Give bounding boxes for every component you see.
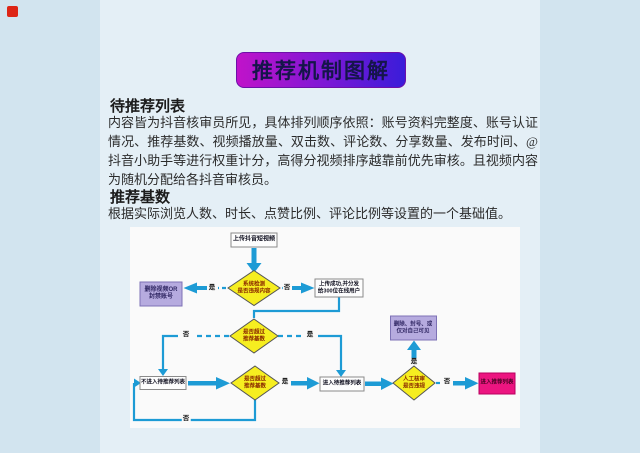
arrow-review-yes-to-delete-ban [407,340,421,358]
connector-base-a-yes-elbow [318,334,343,370]
label-system-check: 系统检测 是否违规内容 [237,281,271,294]
red-corner-icon [7,6,18,17]
arrow-check-no-to-success [292,282,315,294]
label-not-enter-wait-list: 不进入待推荐列表 [140,379,186,386]
node-enter-wait-list [319,376,365,392]
arrowhead-into-not-enter-top [158,369,168,376]
node-delete-or-ban [139,281,183,307]
arrow-enter-wait-to-review [365,377,394,390]
edge-label-review-yes: 是 [410,357,418,365]
edge-label-base-b-no: 否 [181,414,191,423]
node-exceed-base-b [230,365,280,401]
label-manual-review: 人工核审 是否违规 [402,376,426,389]
edge-label-base-a-no: 否 [181,330,191,339]
label-delete-ban-private: 删除、封号、或 仅对自己可见 [393,321,433,334]
arrow-check-yes-to-delete [183,282,207,294]
node-exceed-base-a [229,318,279,354]
edge-label-check-yes: 是 [207,283,217,292]
edge-label-base-b-yes: 是 [280,377,290,386]
label-delete-or-ban: 删除视频OR 封禁账号 [144,286,178,300]
section-body-wait-list: 内容皆为抖音核审员所见，具体排列顺序依照：账号资料完整度、账号认证情况、推荐基数… [108,115,538,187]
node-manual-review [392,365,436,401]
arrow-base-b-yes-to-enter-wait [291,377,320,390]
section-heading-wait-list: 待推荐列表 [110,99,186,115]
arrow-review-no-to-rec-list [453,377,479,390]
connector-base-a-no-elbow [161,334,178,369]
connector-base-b-no-loop [132,383,257,422]
node-system-check [227,269,281,307]
arrow-upload-to-check [246,248,262,273]
node-delete-ban-private [390,315,437,341]
connector-success-to-base-a [252,297,341,318]
edge-label-check-no: 否 [282,283,292,292]
edge-label-base-a-yes: 是 [305,330,315,339]
edge-label-review-no: 否 [442,377,452,386]
flowchart-panel: 上传抖音短视频 系统检测 是否违规内容 删除视频OR 封禁账号 上传成功,并分发… [130,227,520,428]
label-enter-wait-list: 进入待推荐列表 [322,380,362,387]
page-title: 推荐机制图解 [252,60,390,83]
node-upload-success [314,278,364,298]
node-not-enter-wait-list [139,376,187,390]
title-badge: 推荐机制图解 [236,52,406,88]
label-upload: 上传抖音短视频 [232,236,276,243]
node-upload [230,232,278,248]
label-exceed-base-a: 是否超过 推荐基数 [242,329,266,342]
arrowhead-into-not-enter-left [134,378,141,388]
arrowhead-into-enter-wait-top [336,370,346,377]
arrow-not-enter-to-base-b [188,377,230,390]
node-enter-rec-list [478,372,516,395]
label-enter-rec-list: 进入推荐列表 [480,379,514,386]
section-heading-base: 推荐基数 [110,190,171,206]
label-upload-success: 上传成功,并分发 给300位在线用户 [317,281,361,294]
flowchart-canvas [132,232,516,422]
section-body-base: 根据实际浏览人数、时长、点赞比例、评论比例等设置的一个基础值。 [108,206,512,221]
label-exceed-base-b: 是否超过 推荐基数 [243,376,267,389]
